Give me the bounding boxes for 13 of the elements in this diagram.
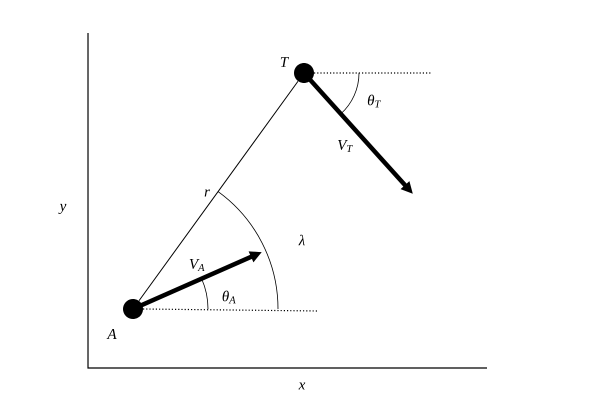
connecting-line (138, 80, 299, 302)
point-label: T (280, 57, 290, 67)
vector-label: V$_{T}$ (338, 140, 353, 152)
edge-label: r (203, 188, 211, 198)
angle-label: θ$_{A}$ (222, 290, 236, 304)
axis-label: x (298, 382, 306, 390)
point-dot (294, 63, 314, 83)
point-label: A (106, 329, 117, 339)
vector-label: V$_{A}$ (190, 259, 205, 271)
angle-label: θ$_{T}$ (368, 94, 381, 108)
axis-label: y (58, 204, 66, 214)
angle-label: λ (298, 234, 305, 246)
point-dot (123, 299, 143, 319)
